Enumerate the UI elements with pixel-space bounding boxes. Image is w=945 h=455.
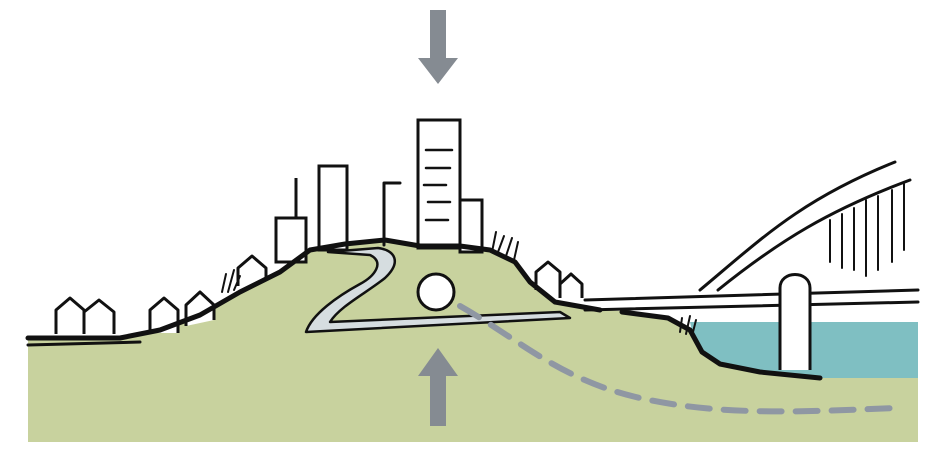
house	[56, 298, 84, 334]
tower	[319, 166, 347, 250]
house	[84, 300, 114, 334]
down-arrow-icon	[418, 10, 458, 84]
bridge-deck	[585, 290, 918, 310]
bridge-pier	[780, 275, 810, 371]
house	[560, 274, 582, 298]
circle-marker	[418, 274, 454, 310]
house	[536, 262, 560, 290]
bridge-arch-lower	[718, 180, 910, 290]
tower	[384, 183, 400, 245]
